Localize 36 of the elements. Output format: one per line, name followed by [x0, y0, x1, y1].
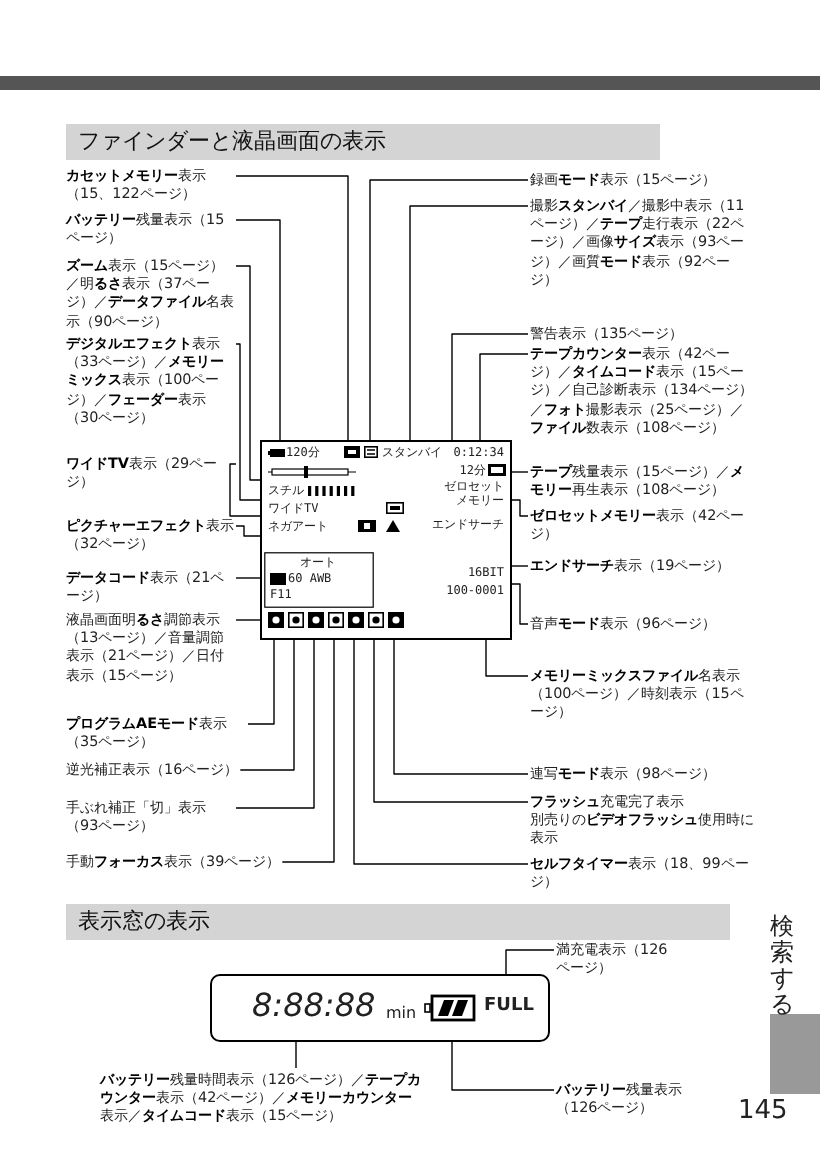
leader-line: [235, 343, 261, 501]
section-heading: ファインダーと液晶画面の表示: [66, 124, 660, 160]
leader-line: [373, 639, 529, 803]
leader-line: [485, 639, 529, 677]
leader-line: [295, 1041, 297, 1069]
segment-readout: 8:88:88: [252, 990, 376, 1022]
leader-line: [451, 1041, 555, 1091]
leader-line: [511, 565, 529, 567]
leader-line: [235, 175, 349, 441]
section-heading: 表示窓の表示: [66, 904, 730, 940]
leader-line: [511, 583, 529, 625]
leader-line: [229, 463, 261, 517]
leader-line: [511, 471, 529, 473]
leader-line: [451, 333, 529, 441]
leader-line: [353, 639, 529, 865]
leader-line: [235, 219, 281, 441]
index-tab-label: 検索する: [770, 914, 796, 1018]
leader-line: [235, 577, 261, 579]
display-window: [210, 974, 550, 1042]
leader-line: [247, 639, 275, 725]
leader-line: [235, 619, 261, 621]
leader-line: [393, 639, 529, 775]
page-number: 145: [738, 1098, 788, 1126]
status-readout: FULL: [484, 998, 534, 1016]
leader-line: [369, 179, 529, 441]
leader-line: [235, 265, 261, 481]
leader-line: [505, 949, 555, 975]
leader-line: [479, 353, 529, 441]
lcd-screen: [260, 440, 512, 640]
leader-line: [409, 205, 529, 441]
leader-line: [239, 639, 295, 771]
leader-line: [511, 499, 529, 517]
leader-line: [235, 525, 261, 537]
leader-line: [281, 639, 335, 863]
unit-label: min: [386, 1006, 417, 1022]
leader-line: [235, 639, 315, 809]
